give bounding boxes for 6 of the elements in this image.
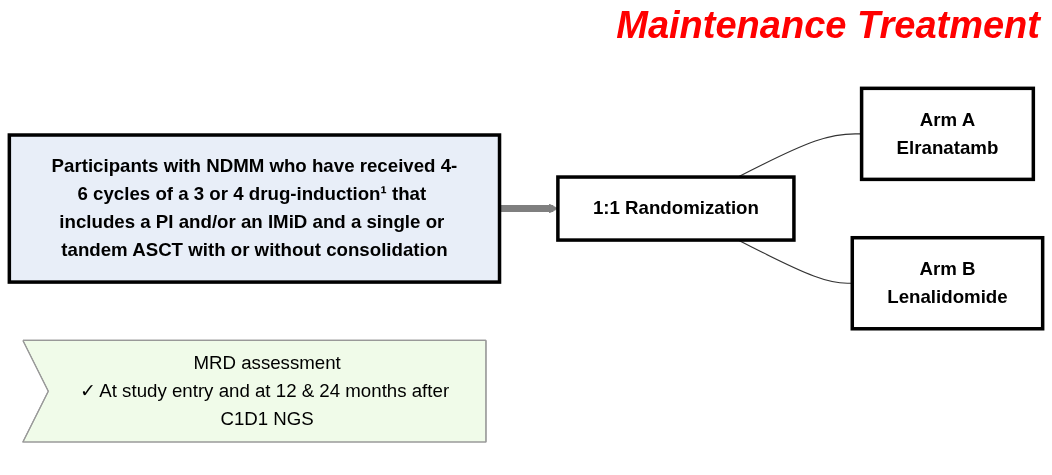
title: Maintenance Treatment (616, 4, 1040, 47)
node-box: 1:1 Randomization (556, 175, 796, 242)
node-box: Arm A Elranatamb (859, 86, 1036, 181)
node-box: Arm B Lenalidomide (850, 235, 1045, 331)
arrow (499, 203, 559, 214)
node-box: Participants with NDMM who have received 4-6 cycles of a 3 or 4 drug-induction¹ that includes a PI and/or an IMiD and a single or tandem ASCT with or without consolidation (7, 133, 502, 284)
